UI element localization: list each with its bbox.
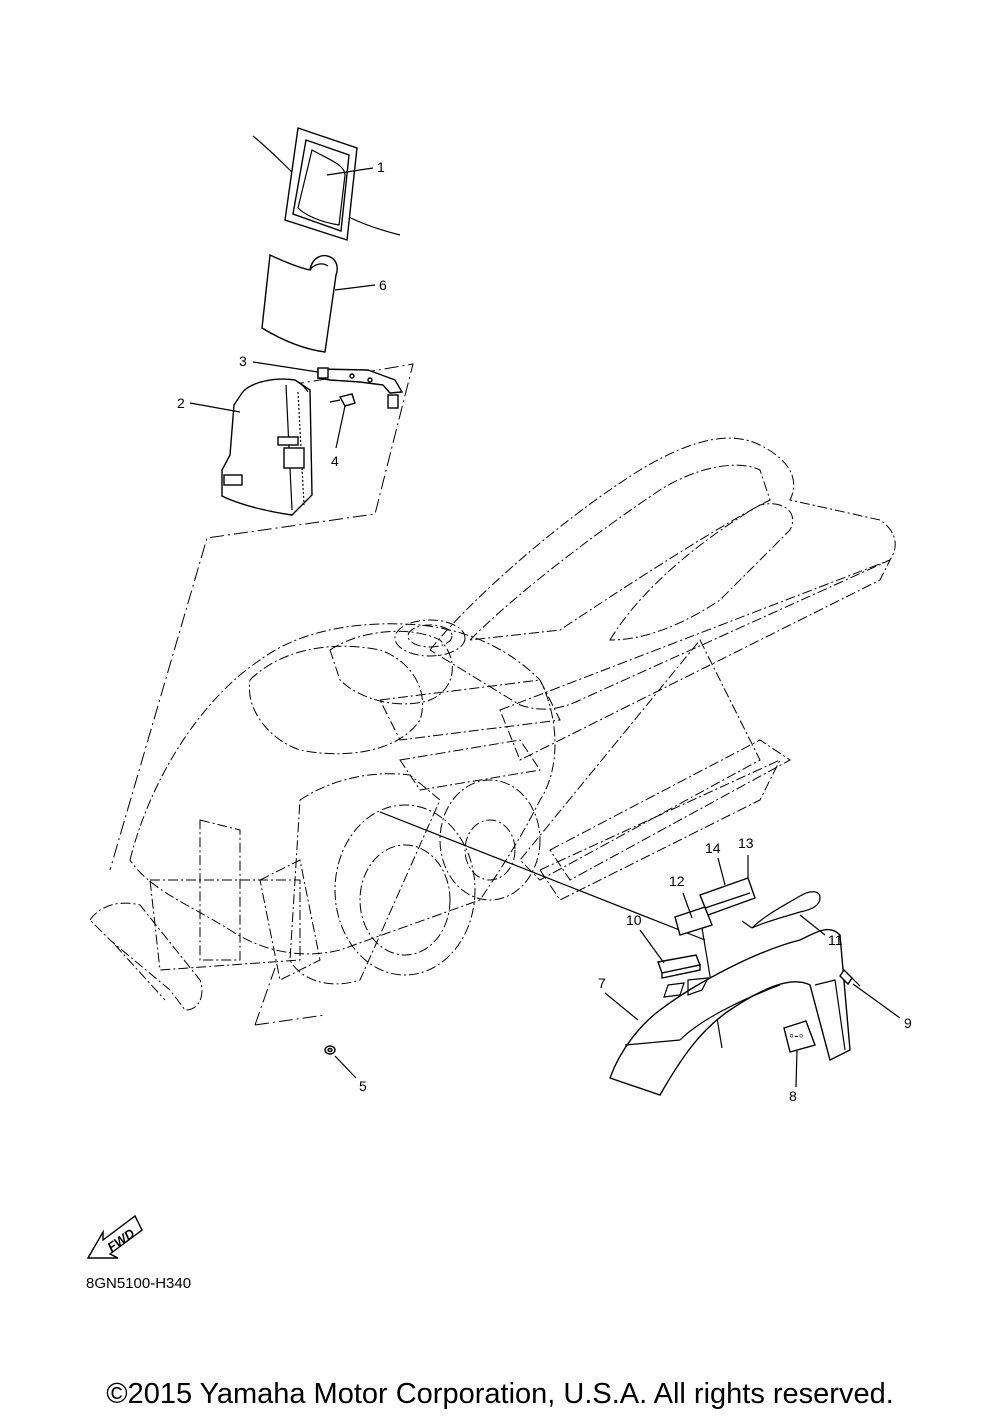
callout-12: 12 <box>669 873 685 889</box>
part-10-pad <box>657 954 710 998</box>
callout-8: 8 <box>789 1088 797 1104</box>
callout-14: 14 <box>705 840 721 856</box>
copyright-notice: ©2015 Yamaha Motor Corporation, U.S.A. A… <box>106 1378 894 1410</box>
part-13-label <box>699 877 756 916</box>
callout-13: 13 <box>738 835 754 851</box>
callout-5: 5 <box>359 1078 367 1094</box>
part-2-storage-box <box>221 378 313 516</box>
part-6-sleeve <box>261 253 338 353</box>
part-4-rivet <box>329 393 356 407</box>
part-8-plate: ◦-◦ <box>783 1020 816 1053</box>
callout-7: 7 <box>598 975 606 991</box>
part-3-bracket <box>317 367 404 409</box>
part-12-label <box>674 906 713 936</box>
part-14-label <box>704 892 751 909</box>
diagram-code: 8GN5100-H340 <box>86 1275 191 1292</box>
part-9-clip <box>839 968 861 987</box>
part-5-washer <box>324 1045 336 1055</box>
fwd-arrow-icon: FWD <box>86 1214 143 1259</box>
callout-3: 3 <box>239 353 247 369</box>
svg-text:◦-◦: ◦-◦ <box>789 1027 804 1043</box>
callout-10: 10 <box>626 912 642 928</box>
part-1-bag <box>252 127 401 241</box>
reference-lines <box>109 363 723 1049</box>
part-11-wire <box>741 891 821 929</box>
part-7-flap <box>609 928 851 1096</box>
callout-2: 2 <box>177 395 185 411</box>
callout-9: 9 <box>904 1015 912 1031</box>
callout-numbers: 1 2 3 4 5 6 7 8 9 10 11 12 13 14 <box>177 159 912 1104</box>
leader-lines <box>189 167 901 1088</box>
callout-4: 4 <box>331 453 339 469</box>
callout-6: 6 <box>379 277 387 293</box>
snowmobile-body-outline <box>89 437 896 1011</box>
callout-11: 11 <box>828 932 843 948</box>
callout-1: 1 <box>377 159 385 175</box>
